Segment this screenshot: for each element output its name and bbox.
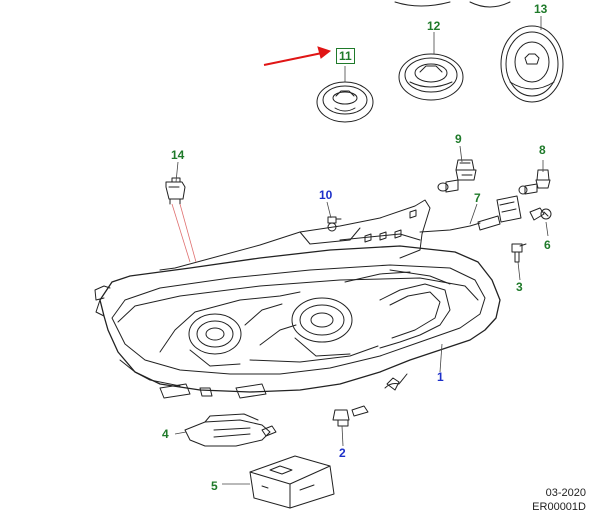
wiring-harness bbox=[384, 373, 408, 391]
cropped-cap-arc bbox=[469, 1, 511, 8]
callout-6: 6 bbox=[544, 238, 551, 252]
bulb-socket-9 bbox=[437, 159, 477, 193]
cropped-cap-arc bbox=[394, 1, 451, 7]
projector-lens-left bbox=[188, 313, 242, 367]
headlamp-housing bbox=[94, 245, 501, 393]
bulb-holder bbox=[511, 243, 527, 263]
callout-8: 8 bbox=[539, 143, 546, 157]
inner-bezel bbox=[159, 291, 379, 363]
callout-1: 1 bbox=[437, 370, 444, 384]
housing-bracket bbox=[159, 199, 471, 271]
callout-12: 12 bbox=[427, 19, 441, 33]
diagram-date: 03-2020 bbox=[545, 487, 586, 499]
clip-position-lines bbox=[171, 203, 197, 263]
callout-9: 9 bbox=[455, 132, 462, 146]
callout-4: 4 bbox=[162, 427, 169, 441]
adjuster-screw bbox=[332, 405, 369, 427]
side-bulb bbox=[529, 207, 552, 221]
projector-lens-right bbox=[291, 297, 353, 357]
retainer-clip bbox=[165, 177, 186, 205]
callout-7: 7 bbox=[474, 191, 481, 205]
xenon-bulb bbox=[469, 195, 522, 231]
callout-13: 13 bbox=[534, 2, 548, 16]
leader-lines bbox=[174, 16, 549, 485]
bulb-8 bbox=[518, 169, 551, 195]
callout-11: 11 bbox=[336, 48, 355, 64]
callout-10: 10 bbox=[319, 188, 333, 202]
dust-cap-medium bbox=[398, 53, 464, 101]
diagram-code: ER00001D bbox=[532, 501, 586, 513]
callout-14: 14 bbox=[171, 148, 185, 162]
callout-2: 2 bbox=[339, 446, 346, 460]
mounting-tab bbox=[159, 383, 267, 399]
callout-3: 3 bbox=[516, 280, 523, 294]
pointer-arrow bbox=[263, 46, 332, 66]
control-module bbox=[249, 455, 335, 509]
dust-cap-small bbox=[316, 81, 374, 123]
bulb-small bbox=[327, 216, 342, 232]
module-bracket bbox=[184, 413, 277, 447]
dust-cap-large bbox=[500, 25, 564, 103]
callout-5: 5 bbox=[211, 479, 218, 493]
